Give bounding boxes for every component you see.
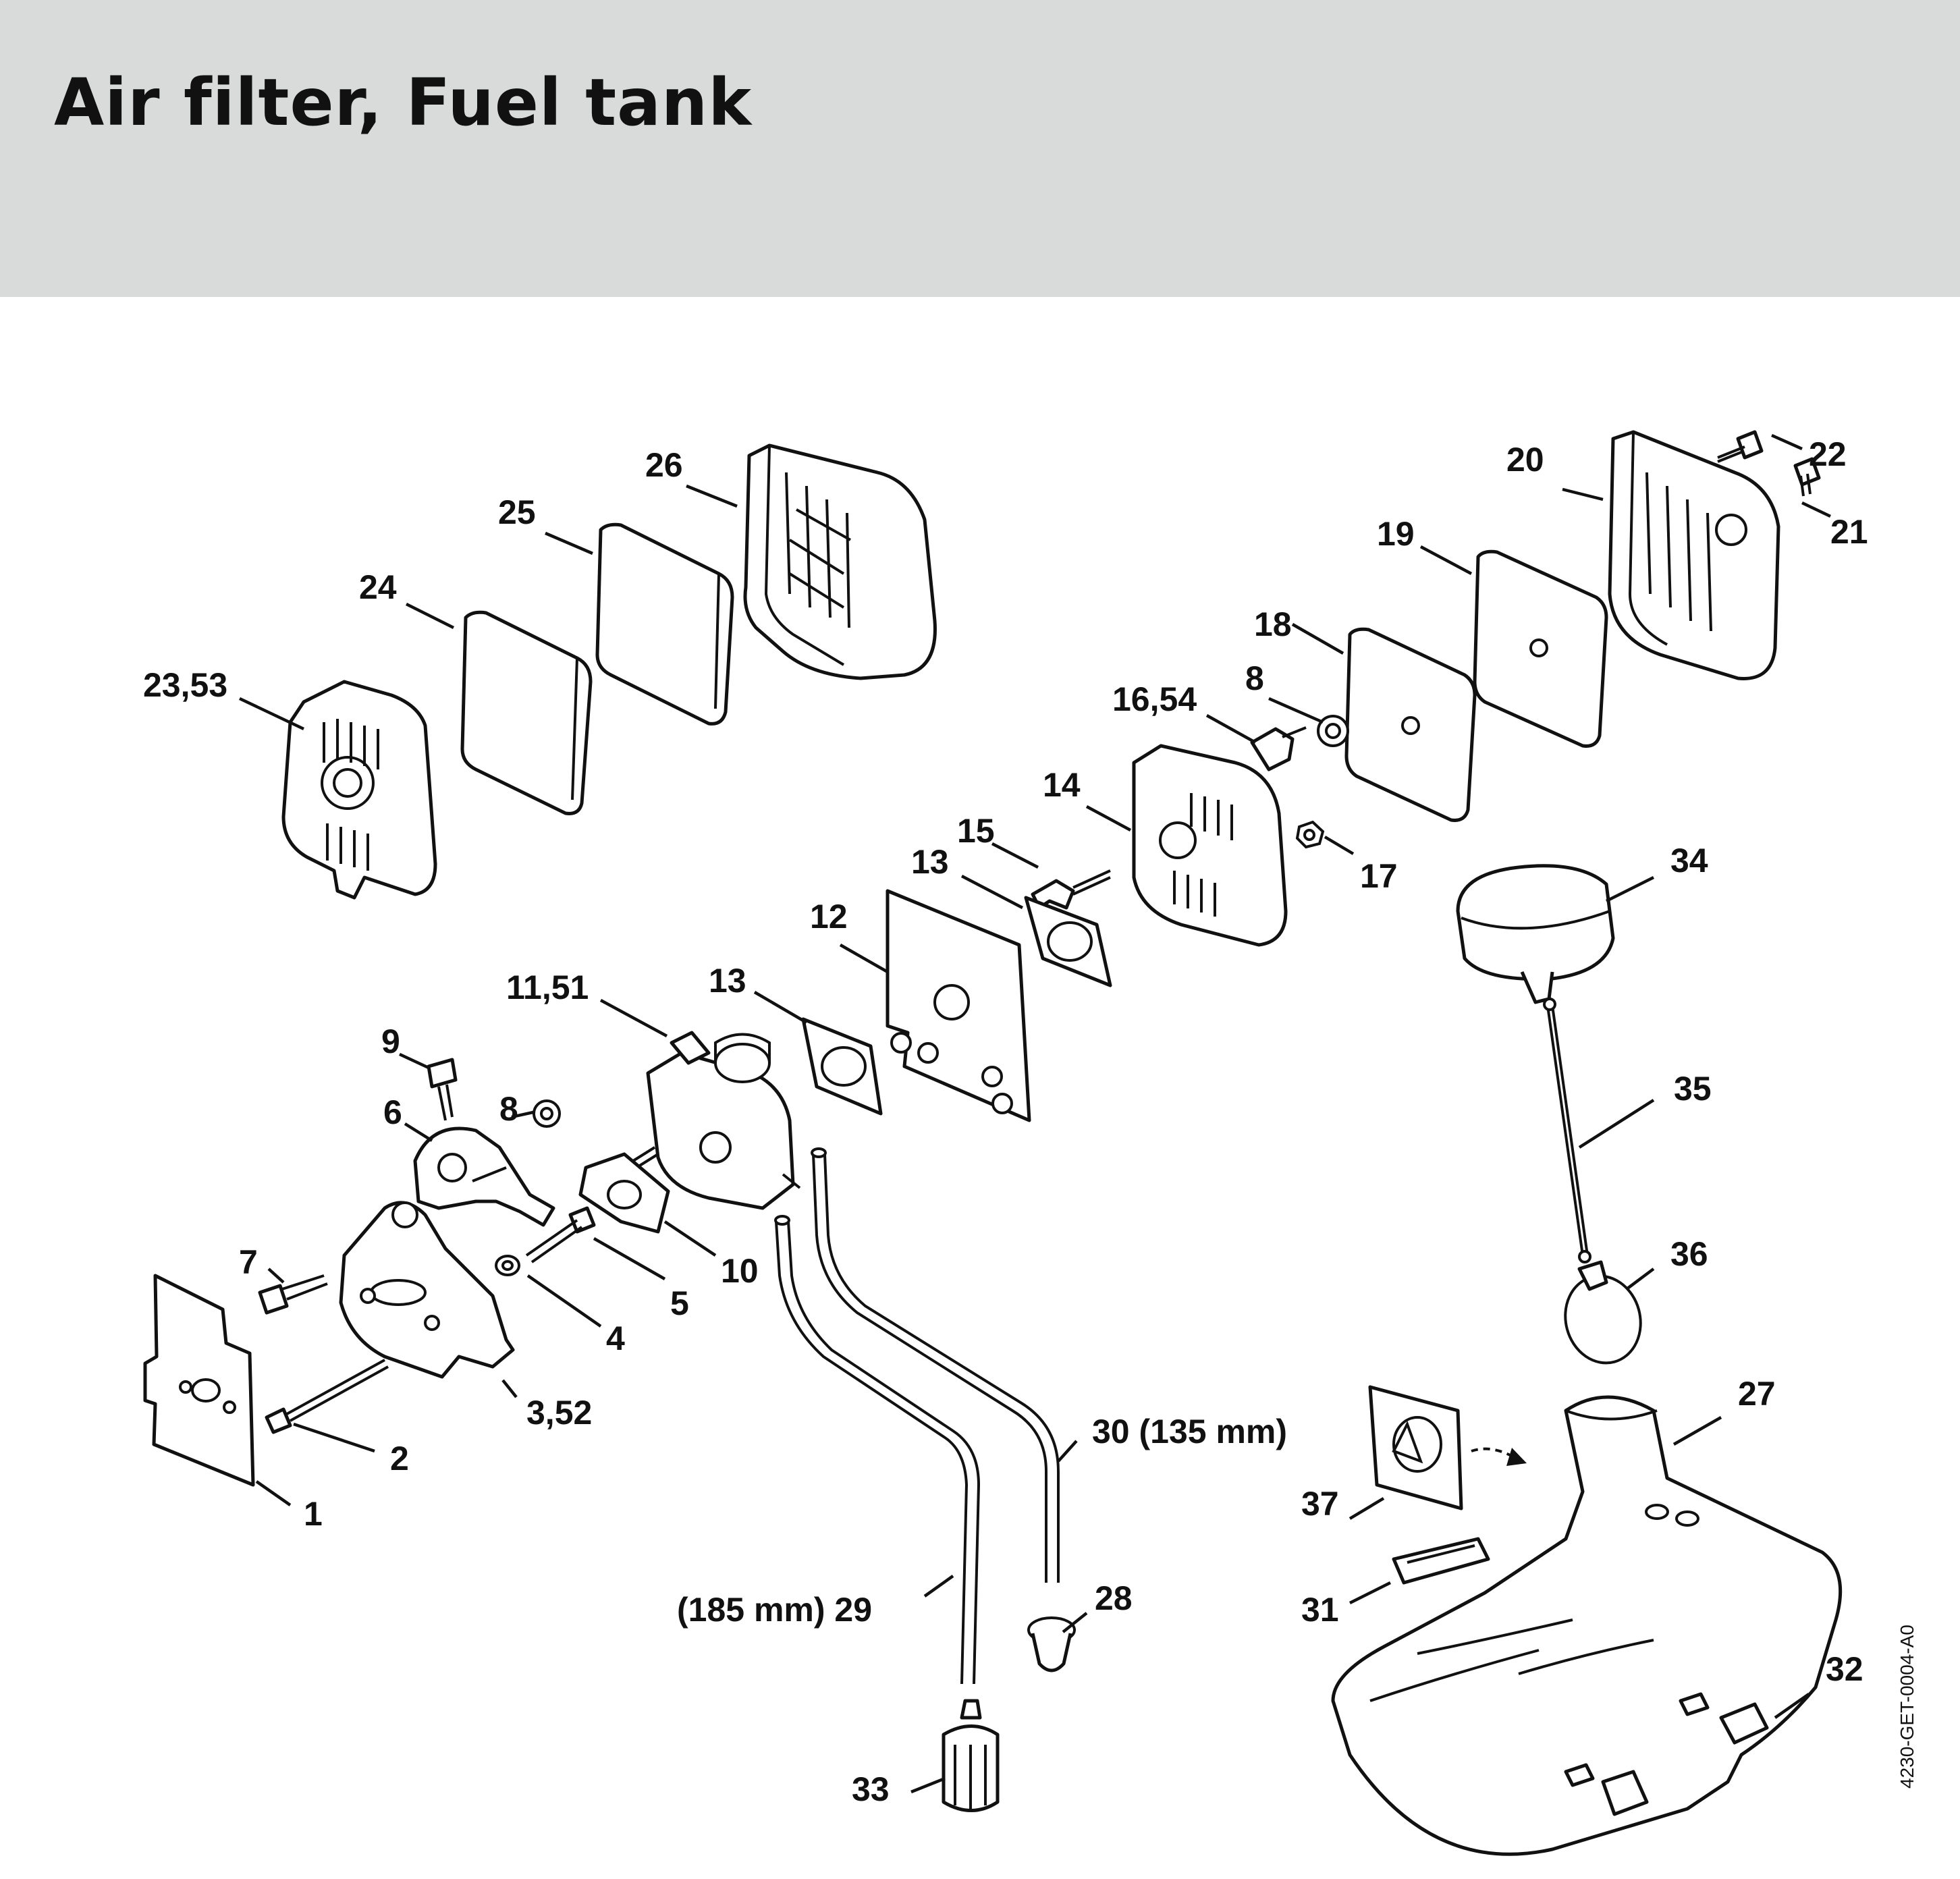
label-4: 4 bbox=[606, 1319, 625, 1357]
label-29: (185 mm) 29 bbox=[677, 1591, 872, 1629]
label-28: 28 bbox=[1095, 1579, 1133, 1617]
label-18: 18 bbox=[1254, 605, 1292, 643]
label-31: 31 bbox=[1301, 1591, 1339, 1629]
label-7: 7 bbox=[239, 1243, 258, 1281]
part-15-choke-lever bbox=[1031, 869, 1111, 910]
part-14-filter-base bbox=[1132, 744, 1288, 947]
part-1-gasket bbox=[143, 1274, 255, 1487]
part-19-filter-element bbox=[1473, 549, 1608, 748]
label-32: 32 bbox=[1826, 1650, 1863, 1688]
label-11-51: 11,51 bbox=[506, 969, 589, 1006]
label-20: 20 bbox=[1506, 441, 1544, 479]
part-27-fuel-tank bbox=[1331, 1395, 1843, 1856]
part-16-nipple bbox=[1250, 726, 1307, 771]
part-10-gasket bbox=[578, 1152, 670, 1234]
diagram-code: 4230-GET-0004-A0 bbox=[1897, 1625, 1917, 1789]
part-20-filter-cover bbox=[1608, 430, 1780, 680]
label-33: 33 bbox=[852, 1770, 890, 1808]
part-32-pad-2 bbox=[1601, 1770, 1649, 1816]
part-6-bracket bbox=[413, 1126, 555, 1227]
part-32-pad-1 bbox=[1719, 1702, 1769, 1745]
label-14: 14 bbox=[1043, 766, 1081, 804]
part-33-fuel-pickup bbox=[942, 1699, 1000, 1812]
part-7-screw bbox=[258, 1274, 328, 1315]
label-25: 25 bbox=[498, 493, 536, 531]
label-13-lower: 13 bbox=[709, 962, 746, 1000]
label-1: 1 bbox=[304, 1495, 323, 1533]
part-5-screw bbox=[525, 1206, 596, 1263]
label-16-54: 16,54 bbox=[1112, 680, 1197, 718]
label-9: 9 bbox=[381, 1023, 400, 1060]
part-25-filter-element bbox=[595, 522, 734, 726]
part-4-washer bbox=[495, 1255, 520, 1276]
part-12-plate bbox=[886, 889, 1031, 1122]
label-37: 37 bbox=[1301, 1485, 1339, 1523]
leader-lines bbox=[239, 433, 1831, 1794]
label-10: 10 bbox=[721, 1252, 759, 1290]
part-17-nut bbox=[1295, 820, 1325, 849]
part-37-warning-label bbox=[1368, 1385, 1527, 1510]
label-2: 2 bbox=[390, 1440, 409, 1477]
label-30: 30 (135 mm) bbox=[1092, 1413, 1287, 1450]
part-3-intake-flange bbox=[339, 1201, 515, 1379]
part-22-screw bbox=[1717, 430, 1764, 463]
part-30-fuel-line bbox=[811, 1147, 1060, 1583]
label-17: 17 bbox=[1360, 857, 1398, 895]
part-26-filter-cover bbox=[743, 443, 937, 680]
label-35: 35 bbox=[1674, 1070, 1712, 1108]
part-8-washer-lower bbox=[533, 1099, 561, 1128]
part-13-gasket-lower bbox=[801, 1017, 883, 1116]
label-19: 19 bbox=[1377, 515, 1415, 553]
label-23-53: 23,53 bbox=[143, 666, 227, 704]
part-31-pad bbox=[1392, 1537, 1490, 1585]
part-34-fuel-cap bbox=[1456, 864, 1615, 1004]
part-24-filter-element bbox=[460, 610, 593, 815]
label-15: 15 bbox=[957, 812, 995, 850]
label-24: 24 bbox=[359, 568, 397, 606]
part-11-carburetor bbox=[626, 1031, 801, 1210]
part-21-screw bbox=[1793, 457, 1821, 497]
label-36: 36 bbox=[1670, 1235, 1708, 1273]
page-title: Air filter, Fuel tank bbox=[54, 65, 753, 140]
part-13-gasket-upper bbox=[1024, 896, 1112, 987]
part-8-washer-upper bbox=[1317, 715, 1349, 747]
part-35-cord bbox=[1543, 998, 1591, 1263]
callout-labels: 26 25 24 23,53 20 22 21 19 18 8 16,54 17… bbox=[143, 435, 1868, 1808]
label-8-lower: 8 bbox=[499, 1090, 518, 1128]
label-26: 26 bbox=[645, 446, 683, 484]
label-12: 12 bbox=[810, 898, 848, 935]
label-5: 5 bbox=[670, 1284, 689, 1322]
label-13-upper: 13 bbox=[911, 843, 949, 881]
part-29-fuel-line bbox=[774, 1215, 981, 1685]
label-3-52: 3,52 bbox=[526, 1394, 592, 1432]
part-23-filter-base bbox=[281, 680, 437, 900]
part-2-long-screw bbox=[265, 1359, 389, 1434]
part-18-filter-element bbox=[1344, 627, 1477, 822]
header-band bbox=[0, 0, 1960, 297]
label-8-upper: 8 bbox=[1245, 659, 1264, 697]
label-27: 27 bbox=[1738, 1375, 1776, 1413]
part-9-screw bbox=[427, 1058, 458, 1121]
label-34: 34 bbox=[1670, 842, 1708, 879]
label-22: 22 bbox=[1809, 435, 1847, 473]
label-21: 21 bbox=[1830, 513, 1868, 551]
part-36-ring bbox=[1564, 1260, 1642, 1365]
part-28-grommet bbox=[1027, 1616, 1076, 1672]
label-6: 6 bbox=[383, 1093, 402, 1131]
